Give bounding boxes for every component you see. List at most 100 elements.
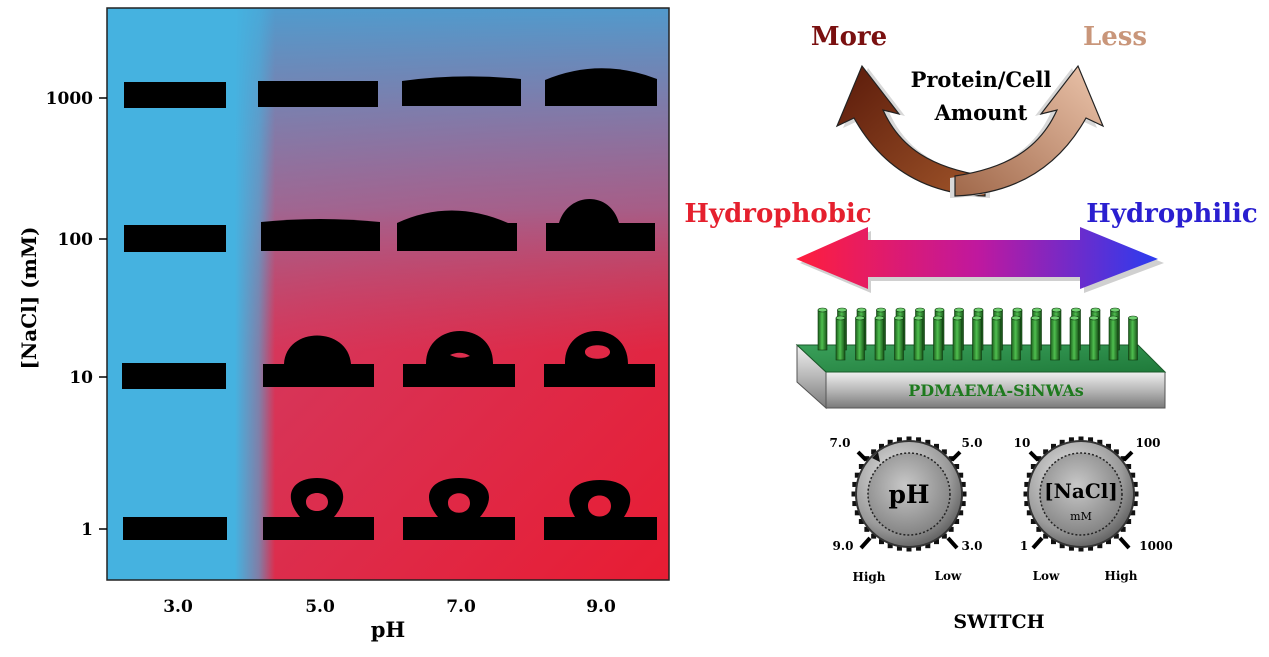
x-tick-label: 3.0 xyxy=(163,597,193,617)
nanowire-cap xyxy=(1128,315,1138,321)
knob-tooth xyxy=(1133,491,1139,497)
knob-value-label: 7.0 xyxy=(830,436,851,450)
x-tick-label: 7.0 xyxy=(446,597,476,617)
nanowire-cap xyxy=(915,307,925,313)
knob-tooth xyxy=(871,533,877,539)
knob-tooth xyxy=(925,439,931,445)
knob-tooth xyxy=(1030,464,1036,469)
knob-tooth xyxy=(941,449,947,455)
nanowire-cap xyxy=(972,315,982,321)
nanowire xyxy=(913,317,924,361)
nanowire xyxy=(1069,317,1080,361)
wettability-arrow: Hydrophobic Hydrophilic xyxy=(684,199,1258,293)
knob-tooth xyxy=(1106,539,1111,545)
knob-face xyxy=(1039,452,1123,536)
knob-tick xyxy=(1031,536,1044,550)
x-axis: 3.0 5.0 7.0 9.0 pH xyxy=(163,597,616,642)
nanowire-cap xyxy=(1069,315,1080,321)
y-tick-label: 1 xyxy=(81,520,93,540)
knob-tick xyxy=(856,450,868,462)
knob-tooth xyxy=(858,519,864,524)
droplet-shape xyxy=(403,331,515,387)
knob-unit-label: mM xyxy=(1070,510,1092,523)
knob-tooth xyxy=(960,481,966,487)
knob-tooth xyxy=(851,491,857,497)
knob-tooth xyxy=(1088,545,1094,551)
nanowire-cap xyxy=(933,315,943,321)
substrate-label: PDMAEMA-SiNWAs xyxy=(908,381,1084,400)
knob-value-label: 1 xyxy=(1020,539,1028,553)
knob-tooth xyxy=(906,546,912,552)
nanowire-cap xyxy=(1050,315,1060,321)
nanowire-cap xyxy=(1089,315,1099,321)
knob-tooth xyxy=(1068,545,1074,551)
knob-tick xyxy=(946,536,959,550)
protein-amount-arrows: More Less Protein/Cell Amount xyxy=(811,22,1147,198)
arrow-more xyxy=(835,64,986,197)
slab-front-face xyxy=(825,371,1166,409)
nanowire-cap xyxy=(934,307,945,313)
knob-tooth xyxy=(1120,526,1126,532)
knob-tooth xyxy=(916,437,922,443)
nanowire-cap xyxy=(913,315,924,321)
droplet-row-1 xyxy=(123,478,657,540)
knob-tooth xyxy=(1088,437,1094,443)
nanowire-array xyxy=(817,307,1138,361)
nanowire-cap xyxy=(817,307,828,313)
knob-tooth xyxy=(961,491,967,497)
knob-tooth xyxy=(1026,510,1032,516)
nanowire-cap xyxy=(855,315,865,321)
arrow-less xyxy=(954,64,1105,197)
knob-value-label: 5.0 xyxy=(962,436,983,450)
nanowire xyxy=(952,317,963,361)
knob-tooth xyxy=(887,543,893,549)
nanowire xyxy=(991,317,1002,361)
knob-tooth xyxy=(1026,472,1032,478)
nanowire-cap xyxy=(876,307,886,313)
nanowire xyxy=(874,317,885,361)
x-axis-title: pH xyxy=(371,617,406,642)
nanowire-cap xyxy=(837,307,847,313)
nanowire xyxy=(1011,317,1021,361)
nanowire xyxy=(855,317,865,361)
knob-tooth xyxy=(1126,464,1132,469)
nacl-switch-knob[interactable]: [NaCl] mM 10 100 1 1000 Low High xyxy=(1014,436,1173,583)
knob-tooth xyxy=(1030,519,1036,524)
knob-tooth xyxy=(854,510,860,516)
more-label: More xyxy=(811,22,887,52)
knob-tooth xyxy=(1132,501,1138,507)
nanowire-cap xyxy=(1051,307,1062,313)
plot-frame xyxy=(106,7,670,581)
droplet-shape xyxy=(402,76,521,106)
protein-cell-label: Protein/Cell xyxy=(911,67,1052,92)
knob-tooth xyxy=(871,449,877,455)
knob-tooth xyxy=(1097,543,1103,549)
knob-tooth xyxy=(954,464,960,469)
knob-tooth xyxy=(1113,533,1119,539)
knob-value-label: 10 xyxy=(1014,436,1031,450)
y-axis-title: [NaCl] (mM) xyxy=(17,227,41,370)
knob-tooth xyxy=(1130,510,1136,516)
nanowire xyxy=(933,317,943,361)
less-label: Less xyxy=(1083,22,1147,52)
knob-tooth xyxy=(864,526,870,532)
knob-tooth xyxy=(916,545,922,551)
droplet-shape xyxy=(544,480,657,540)
nanowire-cap xyxy=(993,307,1003,313)
knob-center-label: pH xyxy=(888,480,929,509)
knob-center-label: [NaCl] xyxy=(1044,479,1118,503)
y-tick-label: 10 xyxy=(69,368,93,388)
knob-tooth xyxy=(896,545,902,551)
knob-tooth xyxy=(1059,439,1065,445)
knob-tooth xyxy=(960,501,966,507)
droplet-row-10 xyxy=(122,331,655,389)
nanowire-cap xyxy=(874,315,885,321)
substrate-flat xyxy=(124,82,226,108)
nanowire xyxy=(817,309,828,351)
nanowire-cap xyxy=(1032,307,1042,313)
droplet-shape xyxy=(263,335,374,387)
ph-switch-knob[interactable]: pH 7.0 5.0 9.0 3.0 High Low xyxy=(830,436,983,584)
knob-tooth xyxy=(1051,443,1056,449)
hydrophilic-label: Hydrophilic xyxy=(1086,199,1257,229)
